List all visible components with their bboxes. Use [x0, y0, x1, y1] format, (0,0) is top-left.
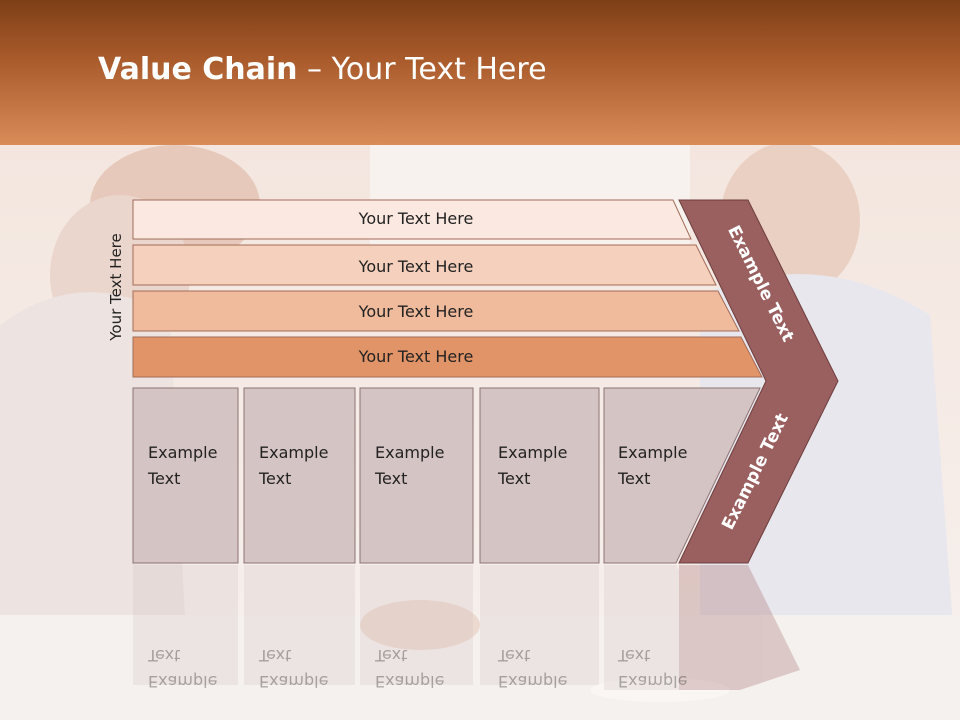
svg-text:Example: Example [148, 672, 217, 691]
box-3-line1: Example [375, 443, 445, 462]
box-1-line2: Text [148, 469, 181, 488]
svg-text:Text: Text [147, 646, 180, 665]
bar-2-label: Your Text Here [358, 257, 474, 276]
bar-1 [132, 199, 692, 240]
bar-4 [132, 336, 763, 378]
bar-2 [132, 244, 717, 286]
title-rest: – Your Text Here [297, 52, 547, 87]
svg-text:Example: Example [375, 672, 444, 691]
box-5-line1: Example [618, 443, 688, 462]
bar-4-label: Your Text Here [358, 347, 474, 366]
slide-title: Value Chain – Your Text Here [98, 52, 547, 87]
svg-text:Text: Text [258, 646, 291, 665]
box-1 [132, 387, 239, 564]
svg-text:Text: Text [497, 646, 530, 665]
box-2-line2: Text [259, 469, 292, 488]
header-band: Value Chain – Your Text Here [0, 0, 960, 145]
bar-1-label: Your Text Here [358, 209, 474, 228]
bar-3 [132, 290, 740, 332]
box-2 [243, 387, 356, 564]
svg-text:Text: Text [374, 646, 407, 665]
svg-text:Example: Example [259, 672, 328, 691]
box-4 [479, 387, 600, 564]
svg-text:Example: Example [498, 672, 567, 691]
box-1-line1: Example [148, 443, 218, 462]
box-4-line1: Example [498, 443, 568, 462]
chevron-arrow [678, 199, 839, 564]
box-5-line2: Text [618, 469, 651, 488]
title-bold: Value Chain [98, 52, 298, 87]
box-2-line1: Example [259, 443, 329, 462]
bar-3-label: Your Text Here [358, 302, 474, 321]
box-5 [603, 387, 761, 564]
box-4-line2: Text [498, 469, 531, 488]
svg-text:Text: Text [617, 646, 650, 665]
reflected-text: Example Text Example Text Example Text Exam… [147, 646, 687, 691]
svg-text:Example: Example [618, 672, 687, 691]
box-3 [359, 387, 474, 564]
diagram-reflection [133, 565, 800, 690]
box-3-line2: Text [375, 469, 408, 488]
